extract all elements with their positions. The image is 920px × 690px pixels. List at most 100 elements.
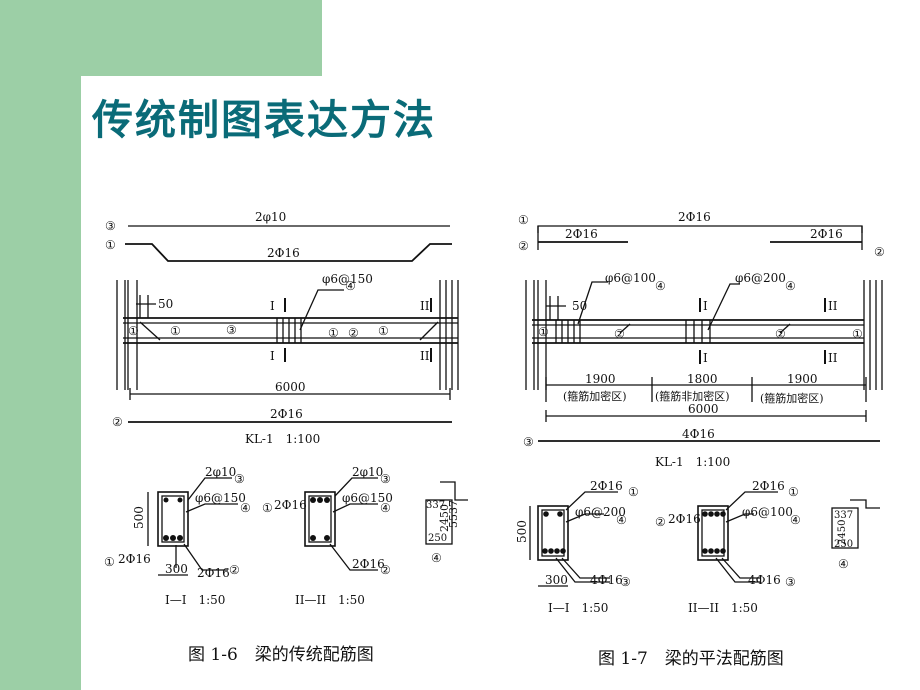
fig7-seg3: 1900 (787, 372, 818, 386)
green-accent-left (0, 0, 81, 690)
fig7-s1-stir-label: φ6@200 (575, 505, 626, 519)
slide-title: 传统制图表达方法 (92, 96, 436, 144)
fig7-s1-top-label: 2Φ16 (590, 479, 623, 493)
fig7-stirrup-b-label: φ6@200 (735, 271, 786, 285)
fig6-s2-top-mark: ③ (380, 472, 391, 486)
fig7-s1-bot-mark: ③ (620, 575, 631, 589)
fig6-s2-left-label: 2Φ16 (274, 498, 307, 512)
fig6-beam-mark-1b: ① (170, 324, 181, 338)
fig7-s1-bot-label: 4Φ16 (590, 573, 623, 587)
fig7-bottom-mark: ③ (523, 435, 534, 449)
fig6-bar3-label: 2φ10 (255, 210, 286, 224)
fig7-stirrup-b-mark: ④ (785, 279, 796, 293)
fig7-sec1-bottom: I (703, 351, 708, 365)
fig7-top-bar-label: 2Φ16 (678, 210, 711, 224)
fig6-beam-mark-3: ③ (226, 323, 237, 337)
fig6-s2-stir-mark: ④ (380, 501, 391, 515)
fig6-s1-stir-label: φ6@150 (195, 491, 246, 505)
fig7-s2-left-mark: ② (655, 515, 666, 529)
fig7-mark-1: ① (518, 213, 529, 227)
fig7-elevation (525, 225, 883, 442)
fig7-zone1: (箍筋加密区) (563, 389, 627, 403)
fig6-detail-b: 2450 (438, 504, 451, 532)
fig6-s1-bot-mark: ① (104, 555, 115, 569)
fig6-s2-title: II—II 1:50 (295, 593, 365, 607)
fig7-s1-stir-mark: ④ (616, 513, 627, 527)
fig7-s2-stir-mark: ④ (790, 513, 801, 527)
fig7-beam-name: KL-1 1:100 (655, 455, 730, 469)
fig7-sec2-top: II (828, 299, 838, 313)
fig6-s1-top-label: 2φ10 (205, 465, 236, 479)
fig7-beam-mark-2a: ② (614, 327, 625, 341)
fig7-left-bar-label: 2Φ16 (565, 227, 598, 241)
fig6-stirrup-mark: ④ (345, 279, 356, 293)
fig7-mark-2-right: ② (874, 245, 885, 259)
fig7-sec2-bottom: II (828, 351, 838, 365)
fig7-mark-2-left: ② (518, 239, 529, 253)
fig7-s1-top-mark: ① (628, 485, 639, 499)
fig7-zone3: (箍筋加密区) (760, 391, 824, 405)
fig6-beam-mark-2: ② (348, 326, 359, 340)
fig6-s1-bot2-label: 2Φ16 (197, 566, 230, 580)
fig7-s2-bot-mark: ③ (785, 575, 796, 589)
fig6-span-label: 6000 (275, 380, 306, 394)
fig6-caption: 图 1-6 梁的传统配筋图 (188, 645, 374, 665)
fig6-s2-bot-mark: ② (380, 563, 391, 577)
fig6-s1-width: 300 (165, 562, 188, 576)
fig6-s1-height: 500 (132, 506, 146, 529)
fig7-dim-50: 50 (572, 299, 587, 313)
fig7-beam-mark-1r: ① (852, 327, 863, 341)
fig7-sections (529, 491, 880, 587)
fig7-s2-top-mark: ① (788, 485, 799, 499)
fig6-s1-bot2-mark: ② (229, 563, 240, 577)
fig6-s2-stir-label: φ6@150 (342, 491, 393, 505)
fig7-s1-height: 500 (515, 520, 529, 543)
fig6-section-dots (163, 497, 330, 541)
fig6-s2-top-label: 2φ10 (352, 465, 383, 479)
fig7-detail-c: 250 (834, 539, 853, 550)
fig6-s2-left-mark: ① (262, 501, 273, 515)
fig7-seg1: 1900 (585, 372, 616, 386)
fig6-detail-a: 337 (426, 500, 445, 511)
fig6-s1-bot-label: 2Φ16 (118, 552, 151, 566)
fig6-bottom-bar-label: 2Φ16 (270, 407, 303, 421)
fig7-stirrup-a-mark: ④ (655, 279, 666, 293)
fig7-stirrup-a-label: φ6@100 (605, 271, 656, 285)
fig6-s1-stir-mark: ④ (240, 501, 251, 515)
fig6-s1-top-mark: ③ (234, 472, 245, 486)
fig6-beam-name: KL-1 1:100 (245, 432, 320, 446)
fig7-detail-mark: ④ (838, 557, 849, 571)
fig6-sec1-top: I (270, 299, 275, 313)
fig6-beam-mark-1a: ① (128, 324, 139, 338)
fig7-s2-title: II—II 1:50 (688, 601, 758, 615)
fig6-sec2-top: II (420, 299, 430, 313)
fig6-bar1-label: 2Φ16 (267, 246, 300, 260)
fig6-detail-mark: ④ (431, 551, 442, 565)
fig7-s2-bot-label: 4Φ16 (748, 573, 781, 587)
fig6-stirrup-label: φ6@150 (322, 272, 373, 286)
fig6-detail-d: 250 (428, 533, 447, 544)
fig7-s2-stir-label: φ6@100 (742, 505, 793, 519)
fig7-zone2: (箍筋非加密区) (655, 389, 730, 403)
fig6-sec2-bottom: II (420, 349, 430, 363)
fig6-mark-1: ① (105, 238, 116, 252)
fig7-span: 6000 (688, 402, 719, 416)
fig7-sec1-top: I (703, 299, 708, 313)
fig6-mark-3: ③ (105, 219, 116, 233)
fig7-bottom-bar-label: 4Φ16 (682, 427, 715, 441)
fig6-elevation (116, 225, 459, 423)
fig6-bottom-mark: ② (112, 415, 123, 429)
fig7-s1-title: I—I 1:50 (548, 601, 608, 615)
fig7-beam-mark-2b: ② (775, 327, 786, 341)
fig6-beam-mark-1d: ① (378, 324, 389, 338)
fig7-s2-top-label: 2Φ16 (752, 479, 785, 493)
fig7-beam-mark-1: ① (538, 325, 549, 339)
fig6-sections (147, 477, 468, 576)
fig7-s1-width: 300 (545, 573, 568, 587)
fig7-caption: 图 1-7 梁的平法配筋图 (598, 649, 784, 669)
fig7-seg2: 1800 (687, 372, 718, 386)
fig6-sec1-bottom: I (270, 349, 275, 363)
fig7-section-dots (542, 511, 726, 554)
fig6-beam-mark-1c: ① (328, 326, 339, 340)
